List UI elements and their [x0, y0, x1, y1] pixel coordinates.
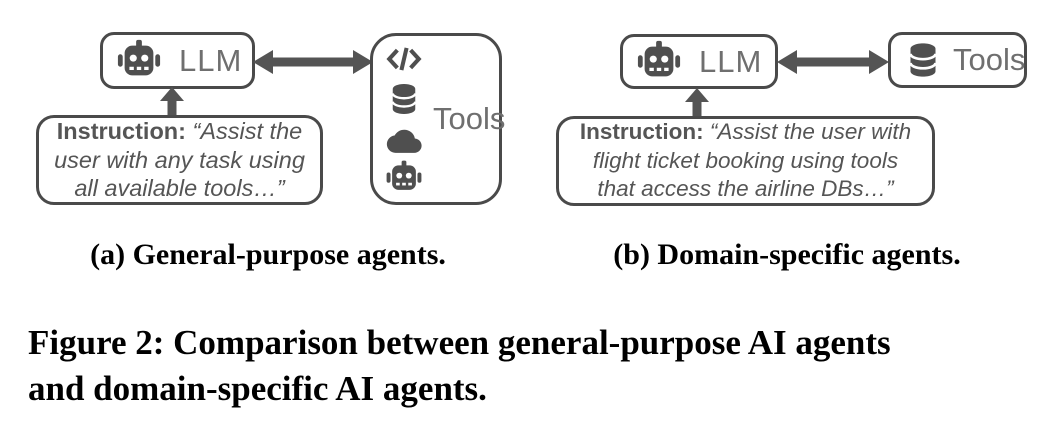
- up-arrow-b: [684, 88, 710, 118]
- instruction-line: all available tools…”: [74, 175, 285, 202]
- panel-b-caption: (b) Domain-specific agents.: [613, 238, 961, 271]
- llm-label: LLM: [179, 42, 243, 78]
- instruction-line: that access the airline DBs…”: [597, 176, 894, 202]
- robot-icon: [636, 39, 682, 85]
- instruction-text: “Assist the user with: [709, 119, 912, 145]
- llm-label: LLM: [699, 43, 763, 79]
- llm-box-b: LLM: [620, 34, 778, 89]
- instruction-line: user with any task using: [54, 146, 305, 173]
- tool-icon-column: [385, 42, 423, 197]
- instruction-box-b: Instruction: “Assist the user with fligh…: [556, 116, 935, 206]
- instruction-line: Instruction: “Assist the: [39, 117, 320, 146]
- instruction-line: Instruction: “Assist the user with: [559, 118, 932, 147]
- figure-caption-line-2: and domain-specific AI agents.: [28, 369, 487, 408]
- tools-label: Tools: [433, 101, 506, 136]
- cloud-icon: [385, 122, 423, 154]
- tools-label: Tools: [953, 42, 1026, 77]
- instruction-box-a: Instruction: “Assist the user with any t…: [36, 115, 323, 205]
- database-icon: [903, 40, 943, 80]
- tools-box-b: Tools: [888, 32, 1027, 88]
- up-arrow-a: [159, 87, 185, 117]
- robot-icon: [385, 159, 423, 197]
- llm-box-a: LLM: [100, 32, 255, 89]
- instruction-text: “Assist the: [192, 118, 303, 145]
- code-icon: [386, 42, 422, 76]
- instruction-line: flight ticket booking using tools: [592, 147, 899, 173]
- figure-caption-line-1: Figure 2: Comparison between general-pur…: [28, 323, 891, 362]
- database-icon: [386, 81, 422, 117]
- tools-box-a: Tools: [370, 33, 506, 205]
- bidirectional-arrow-b: [777, 48, 889, 76]
- panel-a-caption: (a) General-purpose agents.: [90, 238, 446, 271]
- bidirectional-arrow-a: [253, 48, 373, 76]
- figure-caption: Figure 2: Comparison between general-pur…: [28, 320, 1043, 412]
- robot-icon: [116, 38, 162, 84]
- instruction-label: Instruction:: [579, 119, 704, 145]
- instruction-label: Instruction:: [56, 118, 186, 145]
